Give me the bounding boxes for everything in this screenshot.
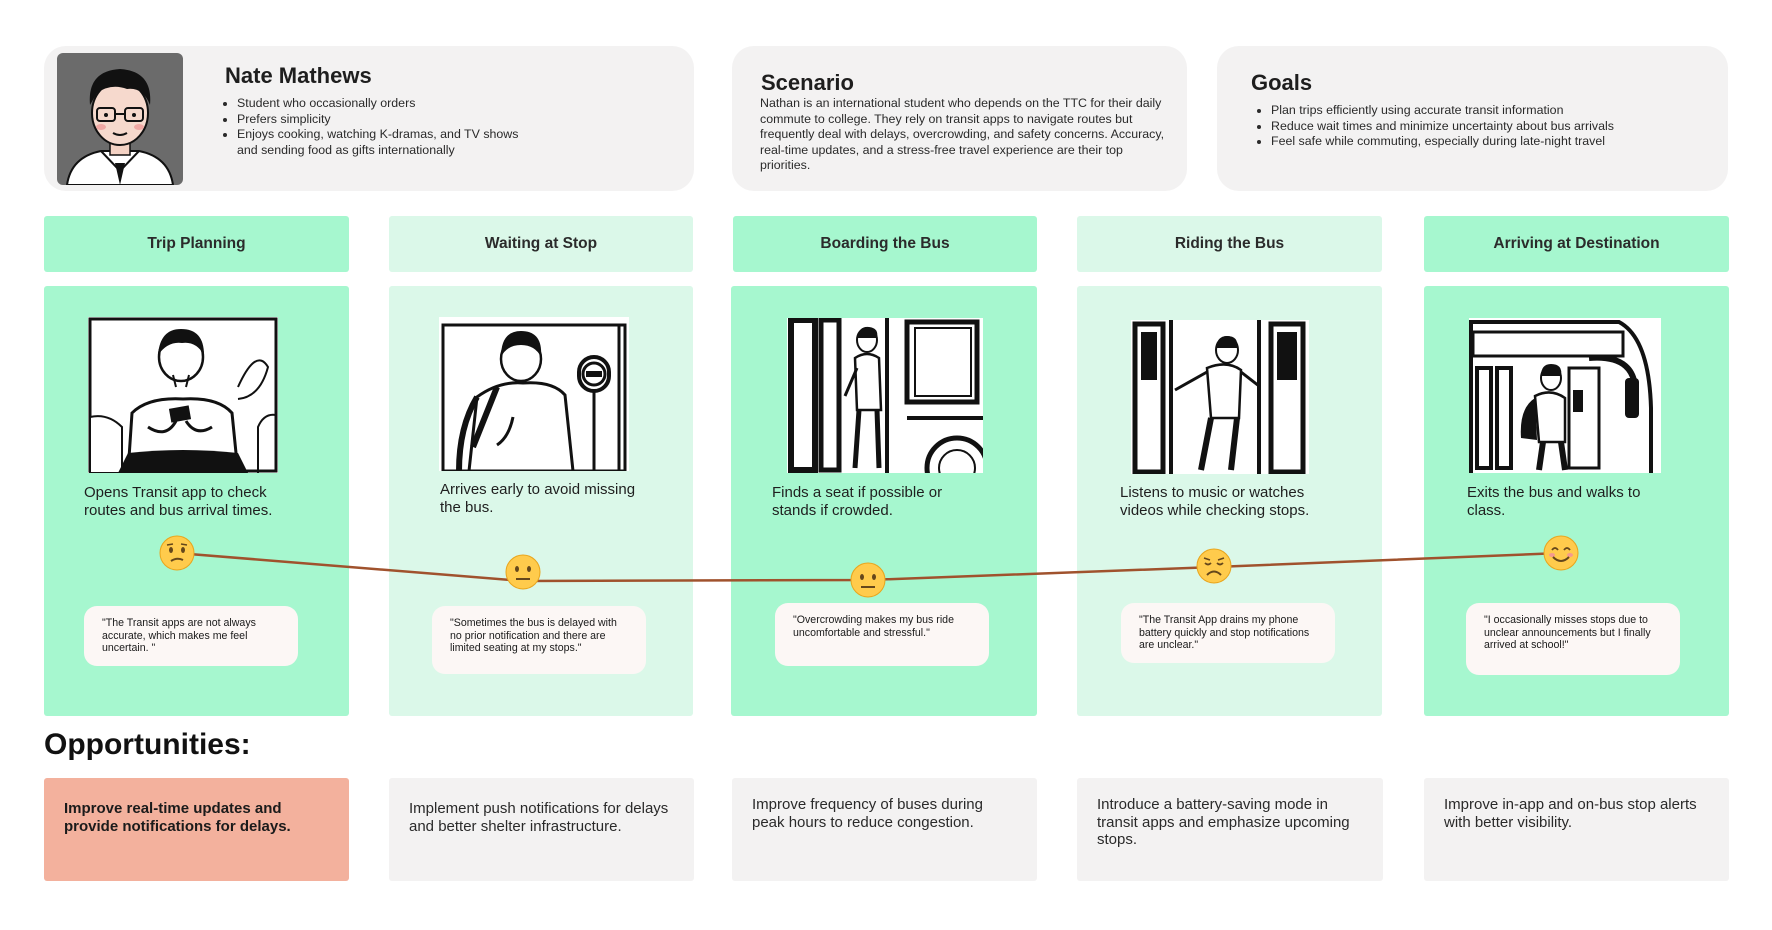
stage-quote-arriving-at-destination: "I occasionally misses stops due to uncl… [1466, 603, 1680, 675]
illustration-person-boarding-bus [787, 318, 983, 473]
goals-card: Goals Plan trips efficiently using accur… [1217, 46, 1728, 191]
persona-bullets: Student who occasionally orders Prefers … [224, 96, 524, 158]
goal-item: Plan trips efficiently using accurate tr… [1271, 103, 1698, 119]
goal-item: Reduce wait times and minimize uncertain… [1271, 119, 1698, 135]
stage-action-arriving-at-destination: Exits the bus and walks to class. [1467, 484, 1641, 519]
goals-title: Goals [1251, 70, 1313, 95]
stage-action-trip-planning: Opens Transit app to check routes and bu… [84, 484, 273, 519]
illustration-person-riding-bus [1131, 320, 1309, 474]
stage-quote-boarding-the-bus: "Overcrowding makes my bus ride uncomfor… [775, 603, 989, 666]
persona-avatar [57, 53, 183, 185]
illustration-person-exiting-bus [1469, 318, 1661, 473]
opportunity-arriving-at-destination: Improve in-app and on-bus stop alerts wi… [1424, 778, 1729, 881]
goal-item: Feel safe while commuting, especially du… [1271, 134, 1698, 150]
scenario-title: Scenario [761, 70, 854, 95]
sad-face-icon [1196, 548, 1232, 584]
opportunity-waiting-at-stop: Implement push notifications for delays … [389, 778, 694, 881]
confused-face-icon [159, 535, 195, 571]
illustration-person-checking-phone [88, 317, 278, 473]
persona-bullet: Enjoys cooking, watching K-dramas, and T… [237, 127, 524, 158]
stage-quote-trip-planning: "The Transit apps are not always accurat… [84, 606, 298, 666]
neutral-face-icon [505, 554, 541, 590]
persona-card: Nate Mathews Student who occasionally or… [44, 46, 694, 191]
opportunity-riding-the-bus: Introduce a battery-saving mode in trans… [1077, 778, 1383, 881]
stage-header-boarding-the-bus: Boarding the Bus [733, 216, 1037, 272]
stage-action-riding-the-bus: Listens to music or watches videos while… [1120, 484, 1310, 519]
persona-bullet: Student who occasionally orders [237, 96, 524, 112]
happy-face-icon [1543, 535, 1579, 571]
opportunities-title: Opportunities: [44, 728, 251, 761]
illustration-person-waiting [439, 317, 629, 471]
goals-list: Plan trips efficiently using accurate tr… [1258, 103, 1698, 150]
opportunity-trip-planning: Improve real-time updates and provide no… [44, 778, 349, 881]
stage-action-boarding-the-bus: Finds a seat if possible or stands if cr… [772, 484, 943, 519]
stage-header-arriving-at-destination: Arriving at Destination [1424, 216, 1729, 272]
scenario-text: Nathan is an international student who d… [760, 96, 1165, 172]
stage-header-trip-planning: Trip Planning [44, 216, 349, 272]
neutral-face-icon [850, 562, 886, 598]
stage-header-waiting-at-stop: Waiting at Stop [389, 216, 693, 272]
stage-quote-waiting-at-stop: "Sometimes the bus is delayed with no pr… [432, 606, 646, 674]
stage-header-riding-the-bus: Riding the Bus [1077, 216, 1382, 272]
persona-name: Nate Mathews [225, 63, 372, 88]
scenario-card: Scenario Nathan is an international stud… [732, 46, 1187, 191]
stage-action-waiting-at-stop: Arrives early to avoid missing the bus. [440, 481, 636, 516]
persona-bullet: Prefers simplicity [237, 112, 524, 128]
stage-quote-riding-the-bus: "The Transit App drains my phone battery… [1121, 603, 1335, 663]
opportunity-boarding-the-bus: Improve frequency of buses during peak h… [732, 778, 1037, 881]
